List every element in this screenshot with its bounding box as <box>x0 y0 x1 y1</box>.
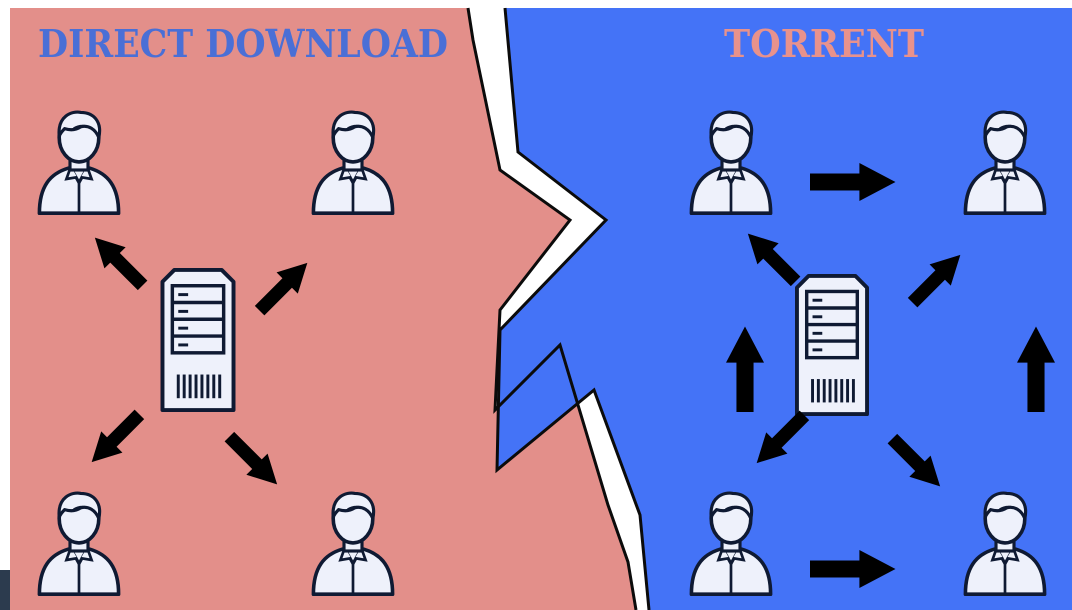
lightning-divider <box>466 7 638 610</box>
right-panel-title: TORRENT <box>724 21 924 66</box>
server-icon <box>160 267 236 413</box>
corner-block <box>0 570 10 610</box>
left-panel-title: DIRECT DOWNLOAD <box>38 21 448 66</box>
lightning-divider-edge <box>495 7 651 610</box>
server-icon <box>794 273 870 417</box>
left-panel-background <box>10 8 636 610</box>
